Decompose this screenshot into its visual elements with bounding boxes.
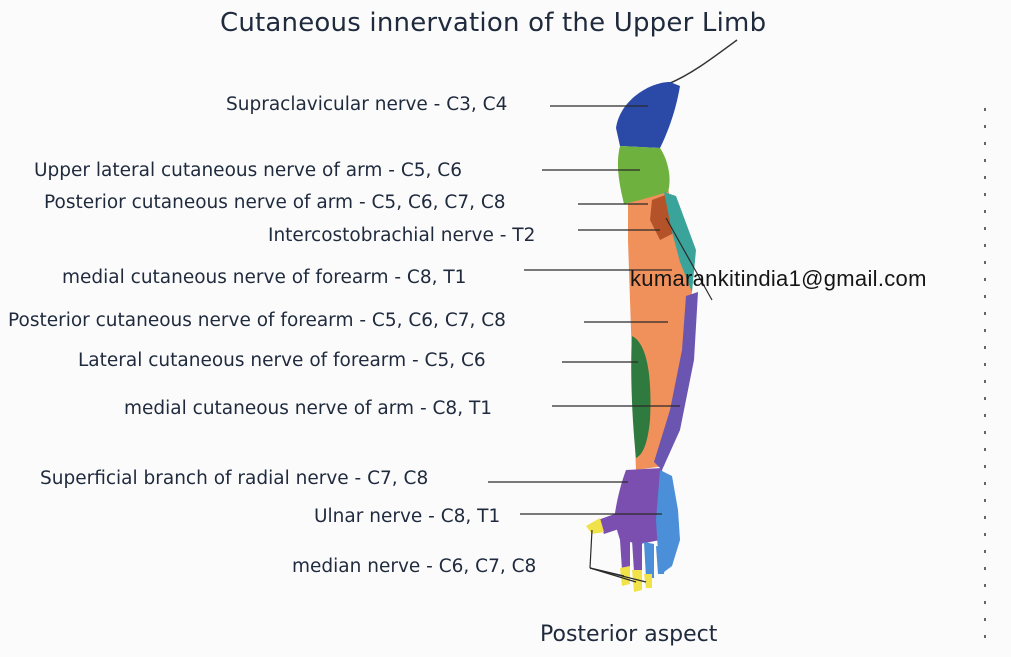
region-supraclavicular [616,82,680,148]
finger-index [620,540,630,570]
region-radial-superficial [614,468,664,544]
finger-ring [644,542,654,578]
aspect-caption: Posterior aspect [540,622,717,647]
watermark-email: kumarankitindia1@gmail.com [630,266,927,292]
finger-middle [632,540,642,572]
region-median-tip-3 [644,574,652,588]
title-pointer-line [668,40,737,84]
